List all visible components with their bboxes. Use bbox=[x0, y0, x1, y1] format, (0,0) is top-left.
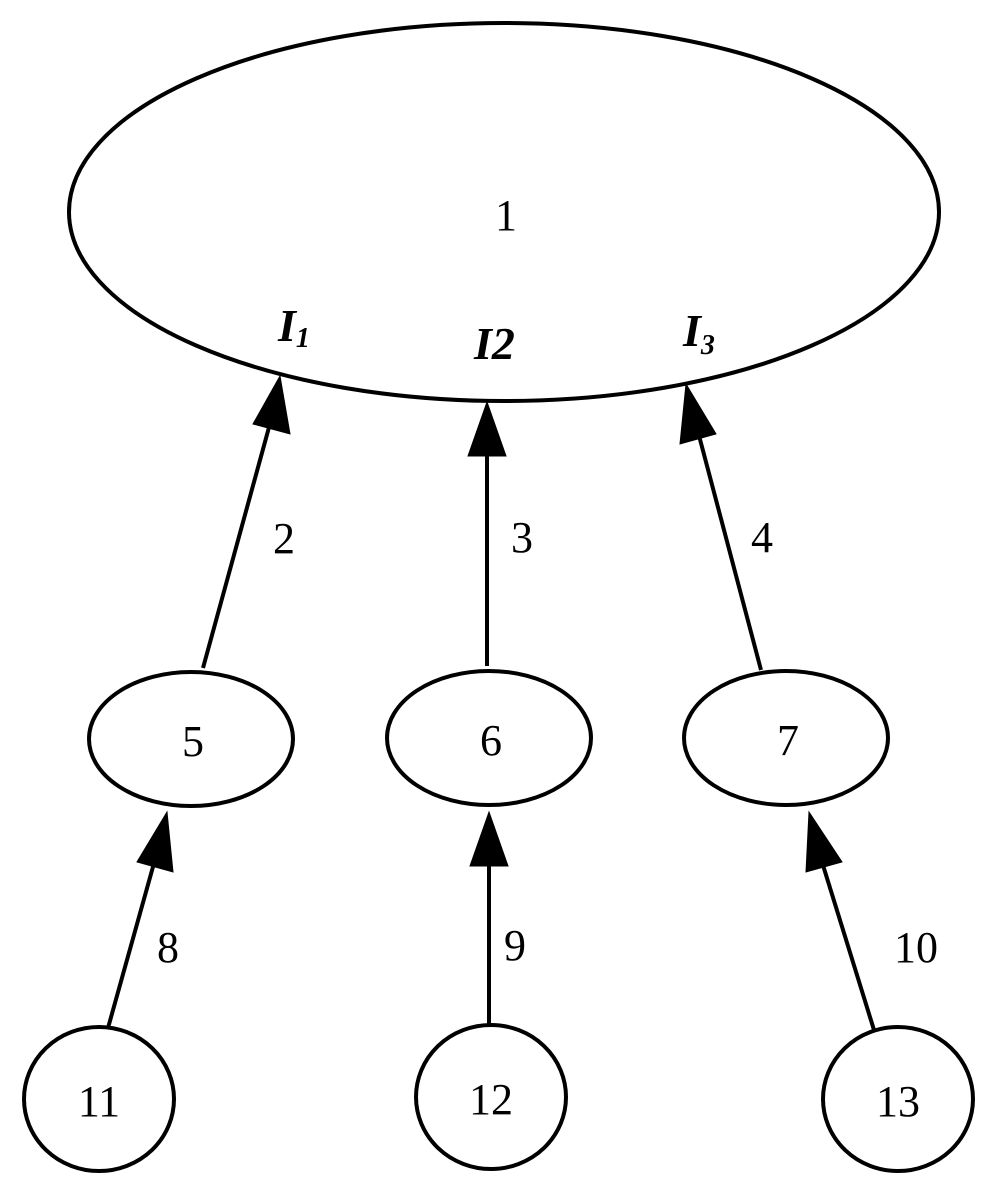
node-5-shape bbox=[87, 670, 295, 808]
node-12-shape bbox=[414, 1023, 568, 1171]
edge-9-label: 9 bbox=[504, 921, 526, 970]
node-11-label: 11 bbox=[78, 1077, 120, 1126]
node-1-label: 1 bbox=[495, 191, 517, 240]
edge-4 bbox=[679, 382, 763, 671]
edge-2 bbox=[201, 374, 291, 669]
node-6-label: 6 bbox=[480, 716, 502, 765]
node-5-label: 5 bbox=[182, 717, 204, 766]
node-6: 6 bbox=[385, 669, 593, 807]
edge-10-arrowhead bbox=[805, 810, 843, 873]
node-7-shape bbox=[682, 669, 890, 807]
edge-10 bbox=[805, 810, 876, 1031]
node-1-shape bbox=[67, 21, 941, 403]
port-label-i2: I2 bbox=[473, 318, 515, 369]
node-13-shape bbox=[821, 1025, 975, 1173]
edge-8-arrowhead bbox=[136, 810, 174, 873]
edge-10-label: 10 bbox=[894, 923, 938, 972]
edge-2-line bbox=[201, 419, 273, 669]
edge-2-label: 2 bbox=[273, 514, 295, 563]
node-12: 12 bbox=[414, 1023, 568, 1171]
node-13: 13 bbox=[821, 1025, 975, 1173]
port-label-i3: I3 bbox=[682, 305, 715, 361]
edge-4-line bbox=[695, 427, 763, 671]
edge-9-arrowhead bbox=[469, 810, 509, 867]
node-5: 5 bbox=[87, 670, 295, 808]
node-12-label: 12 bbox=[469, 1075, 513, 1124]
node-6-shape bbox=[385, 669, 593, 807]
edge-9 bbox=[469, 810, 509, 1026]
node-1: 1 bbox=[67, 21, 941, 403]
edge-8-label: 8 bbox=[157, 923, 179, 972]
port-label-i3-sub: 3 bbox=[700, 330, 715, 361]
node-13-label: 13 bbox=[876, 1077, 920, 1126]
edge-8 bbox=[106, 810, 174, 1029]
edge-4-arrowhead bbox=[679, 382, 717, 445]
port-label-i1-main: I bbox=[277, 300, 298, 351]
edge-10-line bbox=[820, 861, 876, 1031]
edge-4-label: 4 bbox=[751, 513, 773, 562]
edge-2-arrowhead bbox=[252, 374, 291, 435]
port-label-i3-main: I bbox=[682, 305, 703, 356]
node-11: 11 bbox=[22, 1025, 176, 1173]
edge-3 bbox=[467, 400, 507, 666]
port-label-i2-main: I2 bbox=[473, 318, 515, 369]
port-label-i1: I1 bbox=[277, 300, 310, 354]
node-7-label: 7 bbox=[777, 716, 799, 765]
edge-8-line bbox=[106, 855, 158, 1029]
node-7: 7 bbox=[682, 669, 890, 807]
node-11-shape bbox=[22, 1025, 176, 1173]
edge-3-arrowhead bbox=[467, 400, 507, 457]
edge-3-label: 3 bbox=[511, 513, 533, 562]
port-label-i1-sub: 1 bbox=[296, 323, 310, 354]
